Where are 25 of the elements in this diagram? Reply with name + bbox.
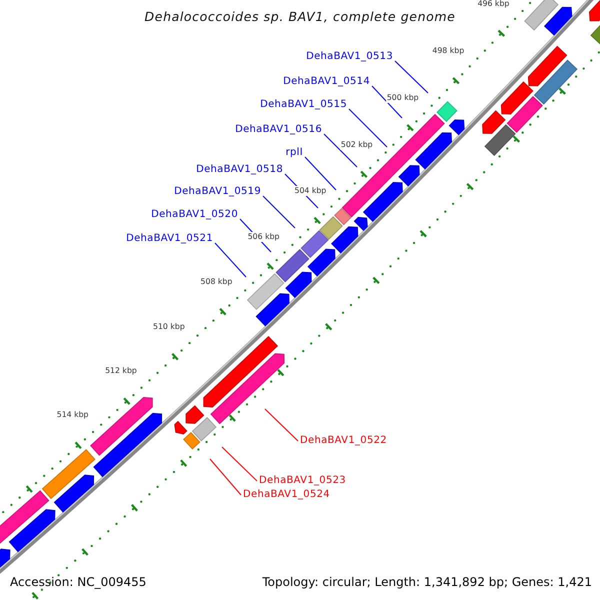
gene-label: DehaBAV1_0515	[260, 99, 347, 111]
leader-line	[372, 86, 402, 118]
gene-label: DehaBAV1_0514	[283, 76, 370, 88]
gene-label: DehaBAV1_0519	[174, 186, 261, 198]
leader-line	[214, 242, 246, 278]
map-title: Dehalococcoides sp. BAV1, complete genome	[144, 9, 456, 24]
leader-line	[324, 134, 358, 168]
gene-label: DehaBAV1_0513	[306, 51, 393, 63]
accession-text: Accession: NC_009455	[10, 575, 146, 589]
leader-line	[262, 196, 296, 228]
leader-line	[222, 446, 258, 482]
leader-line	[348, 108, 388, 148]
gene-label: DehaBAV1_0520	[151, 209, 238, 221]
leader-line	[264, 408, 298, 442]
leader-line	[394, 60, 428, 94]
gene-label: DehaBAV1_0521	[126, 233, 213, 245]
gene-label: DehaBAV1_0518	[196, 164, 283, 176]
gene-label: rplI	[286, 147, 303, 159]
genome-info-text: Topology: circular; Length: 1,341,892 bp; Genes: 1,421	[262, 575, 592, 589]
gene-label: DehaBAV1_0523	[259, 475, 346, 487]
gene-label: DehaBAV1_0524	[243, 489, 330, 501]
gene-label: DehaBAV1_0522	[300, 435, 387, 447]
gene-label: DehaBAV1_0516	[235, 124, 322, 136]
leader-line	[210, 458, 242, 496]
leader-line	[304, 156, 336, 190]
